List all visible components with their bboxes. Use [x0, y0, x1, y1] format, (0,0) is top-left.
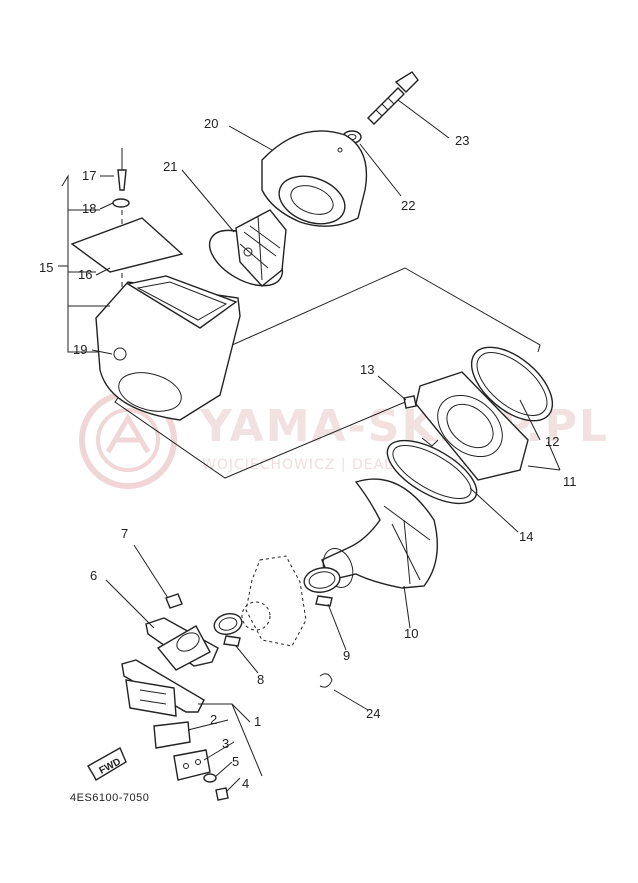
part-3-reed-stopper — [173, 749, 211, 781]
callout-16: 16 — [78, 267, 92, 282]
part-9-clamp — [303, 567, 341, 607]
part-11-joint-plate — [415, 371, 529, 481]
part-15-air-box — [95, 275, 241, 421]
callout-22: 22 — [401, 198, 415, 213]
callout-13: 13 — [360, 362, 374, 377]
callout-2: 2 — [210, 712, 217, 727]
part-12-seal-ring — [470, 346, 554, 422]
part-10-intake-joint — [321, 478, 439, 589]
part-14-band — [386, 437, 478, 505]
part-4-screw — [215, 787, 229, 801]
callout-18: 18 — [82, 201, 96, 216]
leader-lines — [58, 99, 561, 793]
callout-21: 21 — [163, 159, 177, 174]
carburetor-reference — [241, 555, 307, 647]
callout-1: 1 — [254, 714, 261, 729]
part-1-reed-valve-assembly — [121, 659, 205, 717]
callout-6: 6 — [90, 568, 97, 583]
part-5-washer — [203, 773, 217, 783]
callout-12: 12 — [545, 434, 559, 449]
part-13-screw — [403, 395, 417, 409]
part-2-reed — [153, 721, 191, 749]
part-23-bolt — [367, 71, 419, 125]
callout-4: 4 — [242, 776, 249, 791]
part-8-clamp — [213, 612, 243, 647]
callout-9: 9 — [343, 648, 350, 663]
callout-7: 7 — [121, 526, 128, 541]
callout-23: 23 — [455, 133, 469, 148]
callout-labels: 1 2 3 4 5 6 7 8 9 10 11 12 13 14 15 16 1… — [39, 116, 577, 791]
diagram-code: 4ES6100-7050 — [70, 792, 149, 804]
part-24-clip — [319, 673, 333, 688]
part-18-washer — [112, 198, 130, 208]
callout-5: 5 — [232, 754, 239, 769]
callout-8: 8 — [257, 672, 264, 687]
fwd-arrow: FWD — [87, 747, 127, 781]
callout-19: 19 — [73, 342, 87, 357]
callout-10: 10 — [404, 626, 418, 641]
part-17-screw — [117, 148, 127, 191]
callout-3: 3 — [222, 736, 229, 751]
callout-24: 24 — [366, 706, 380, 721]
callout-17: 17 — [82, 168, 96, 183]
callout-14: 14 — [519, 529, 533, 544]
callout-15: 15 — [39, 260, 53, 275]
part-21-filter-guide — [208, 209, 287, 287]
part-16-plate — [70, 217, 184, 273]
subassembly-outline — [114, 267, 541, 479]
callout-11: 11 — [563, 474, 577, 489]
part-6-carb-joint — [145, 617, 219, 671]
part-7-bolt — [165, 593, 183, 609]
callout-20: 20 — [204, 116, 218, 131]
part-20-air-filter — [261, 130, 368, 227]
